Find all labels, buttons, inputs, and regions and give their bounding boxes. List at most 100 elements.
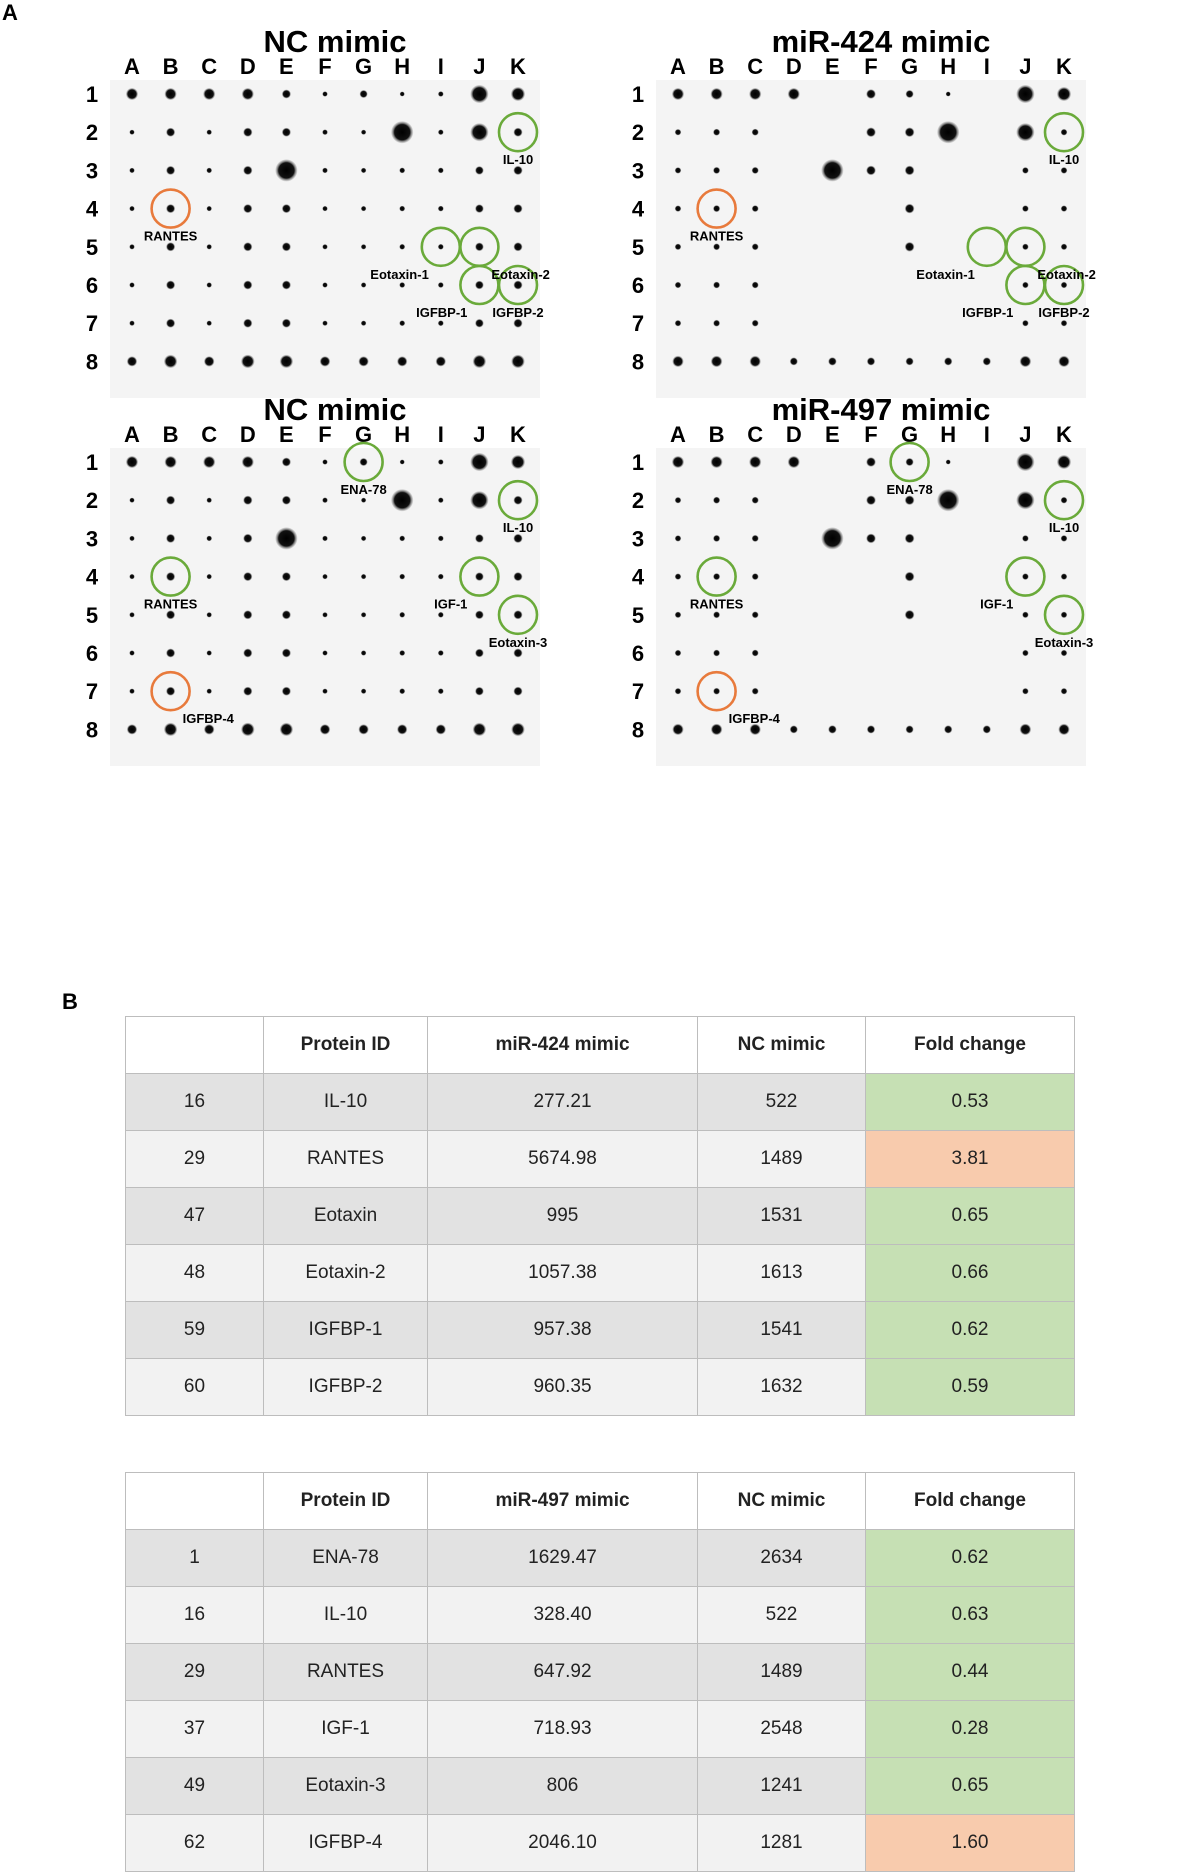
blot-spot <box>166 495 176 505</box>
row-label: 2 <box>632 120 644 145</box>
blot-spot <box>1022 573 1029 580</box>
blot-spot <box>437 320 444 327</box>
cell-protein-id: IGFBP-2 <box>263 1358 428 1416</box>
blot-spot <box>1016 85 1035 103</box>
blot-spot <box>361 497 367 503</box>
spot-label: Eotaxin-1 <box>916 267 975 282</box>
blot-spot <box>204 356 215 367</box>
column-label: E <box>279 54 294 79</box>
cell-fold-change: 0.65 <box>865 1757 1075 1815</box>
blot-spot <box>164 88 177 100</box>
cell-treated-value: 328.40 <box>427 1586 698 1644</box>
spot-label: IL-10 <box>503 152 533 167</box>
blot-spot <box>322 91 328 97</box>
blot-spot <box>322 320 328 326</box>
blot-spot <box>129 167 135 174</box>
blot-spot <box>206 650 212 656</box>
blot-spot <box>944 357 953 366</box>
blot-spot <box>674 167 682 174</box>
downregulated-highlight-circle <box>1043 111 1085 153</box>
blot-spot <box>713 649 720 657</box>
blot-spot <box>1060 496 1068 504</box>
blot-spot <box>126 724 138 735</box>
blot-spot <box>437 243 444 250</box>
blot-spot <box>437 611 444 618</box>
header-nc: NC mimic <box>697 1472 866 1530</box>
column-label: E <box>825 422 840 447</box>
blot-spot <box>674 243 682 250</box>
blot-spot <box>905 357 914 366</box>
blot-spot <box>241 354 255 369</box>
spot-label: Eotaxin-1 <box>370 267 429 282</box>
table-header-row: Protein ID miR-424 mimic NC mimic Fold c… <box>125 1016 1075 1074</box>
column-label: C <box>201 422 217 447</box>
blot-spot <box>166 533 176 543</box>
blot-spot <box>359 458 368 466</box>
column-label: F <box>864 54 877 79</box>
blot-spot <box>360 612 367 618</box>
blot-spot <box>281 127 291 137</box>
upregulated-highlight-circle <box>150 670 191 712</box>
row-label: 8 <box>86 717 98 742</box>
upregulated-highlight-circle <box>696 670 737 712</box>
row-label: 1 <box>632 450 644 475</box>
row-label: 5 <box>632 235 644 260</box>
blot-spot <box>435 356 446 367</box>
blot-spot <box>399 167 406 174</box>
column-label: F <box>864 422 877 447</box>
blot-spot <box>126 456 138 468</box>
cell-nc-value: 1489 <box>697 1643 866 1701</box>
blot-spot <box>358 724 369 735</box>
blot-spot <box>360 573 367 580</box>
blot-spot <box>672 355 684 367</box>
blot-spot <box>281 495 291 505</box>
blot-spot <box>322 650 328 656</box>
results-table-mir497: Protein ID miR-497 mimic NC mimic Fold c… <box>125 1472 1075 1872</box>
spot-label: IGFBP-4 <box>729 711 781 726</box>
spot-label: RANTES <box>690 229 744 244</box>
column-label: D <box>240 422 256 447</box>
blot-spot <box>399 282 406 288</box>
blot-spot <box>945 91 951 97</box>
blot-spot <box>281 648 291 658</box>
header-nc: NC mimic <box>697 1016 866 1074</box>
blot-spot <box>129 129 135 135</box>
spot-label: IGF-1 <box>434 597 467 612</box>
cell-treated-value: 957.38 <box>427 1301 698 1359</box>
cell-nc-value: 2548 <box>697 1700 866 1758</box>
blot-spot <box>279 354 293 368</box>
spot-label: IGFBP-1 <box>962 305 1013 320</box>
row-label: 4 <box>86 197 99 222</box>
cell-treated-value: 995 <box>427 1187 698 1245</box>
column-label: D <box>240 54 256 79</box>
blot-spot <box>982 725 991 734</box>
cell-fold-change: 0.44 <box>865 1643 1075 1701</box>
blot-spot <box>866 495 876 505</box>
row-label: 1 <box>86 82 98 107</box>
cell-index: 37 <box>125 1700 264 1758</box>
blot-spot <box>322 167 328 174</box>
cell-fold-change: 3.81 <box>865 1130 1075 1188</box>
row-label: 8 <box>86 349 98 374</box>
spot-label: RANTES <box>144 597 198 612</box>
row-label: 6 <box>632 273 644 298</box>
blot-spot <box>399 459 405 465</box>
blot-spot <box>206 688 212 694</box>
cell-treated-value: 960.35 <box>427 1358 698 1416</box>
blot-spot <box>710 355 723 368</box>
cell-fold-change: 0.53 <box>865 1073 1075 1131</box>
blot-spot <box>166 242 176 252</box>
column-label: I <box>984 422 990 447</box>
panel-a-label: A <box>2 0 18 25</box>
blot-spot <box>281 686 291 696</box>
blot-spot <box>438 91 444 97</box>
blot-spot <box>672 456 684 468</box>
blot-spot <box>203 88 216 100</box>
blot-spot <box>513 495 523 505</box>
blot-spot <box>206 167 212 174</box>
column-label: J <box>473 54 485 79</box>
